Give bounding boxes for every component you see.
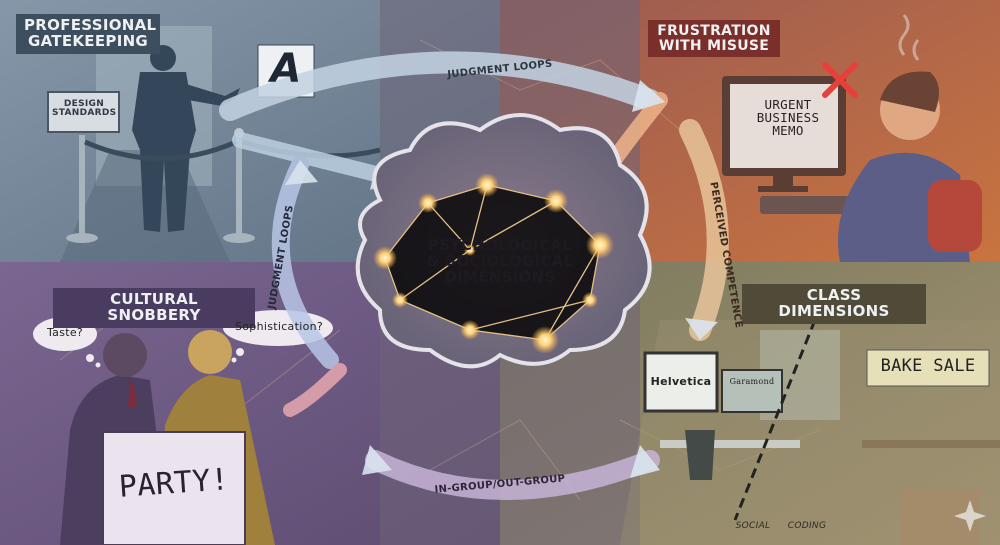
- gatekeeper-silhouette-icon: [132, 45, 240, 232]
- bake-sale-text: BAKE SALE: [880, 356, 976, 376]
- class-dimensions-title: CLASS DIMENSIONS: [742, 284, 926, 324]
- party-sign-board: [102, 431, 246, 545]
- coding-label: CODING: [787, 521, 827, 531]
- bake-sale-banner: [866, 349, 990, 387]
- garamond-monitor: [721, 369, 783, 413]
- helvetica-text: Helvetica: [650, 375, 712, 388]
- social-label: SOCIAL: [735, 521, 771, 531]
- frustrated-man-icon: [838, 71, 982, 262]
- helvetica-monitor: [643, 351, 719, 413]
- steam-icon: [898, 14, 920, 61]
- x-mark-icon: [822, 62, 858, 98]
- monitor-icon: [722, 76, 855, 214]
- frustration-title: FRUSTRATION WITH MISUSE: [648, 20, 780, 58]
- cultural-snobbery-title: CULTURAL SNOBBERY: [53, 288, 255, 328]
- social-coding-divider: [733, 319, 817, 521]
- center-title: PSYCHOLOGICAL & SOCIOLOGICAL DIMENSIONS: [426, 236, 574, 286]
- office-chair-icon: [685, 430, 715, 480]
- arrow-perceived-competence: [679, 119, 729, 341]
- design-standards-sign: DESIGN STANDARDS: [52, 99, 117, 119]
- arrows: [219, 51, 729, 500]
- urgent-memo-screen-text: URGENT BUSINESS MEMO: [756, 97, 820, 139]
- garamond-text: Garamond: [729, 377, 775, 386]
- arrow-in-group: [365, 450, 660, 500]
- neural-nodes: [373, 173, 614, 354]
- arrow-judgment-left: [271, 156, 339, 369]
- thought-taste: Taste?: [46, 326, 84, 339]
- letter-a-glyph: A: [270, 46, 302, 92]
- design-standards-sign-frame: [47, 91, 120, 133]
- arrow-judgment-top: [219, 51, 661, 121]
- sparkle-icon: [954, 500, 986, 532]
- professional-gatekeeping-title: PROFESSIONAL GATEKEEPING: [16, 14, 160, 54]
- thought-sophistication: Sophistication?: [234, 320, 324, 333]
